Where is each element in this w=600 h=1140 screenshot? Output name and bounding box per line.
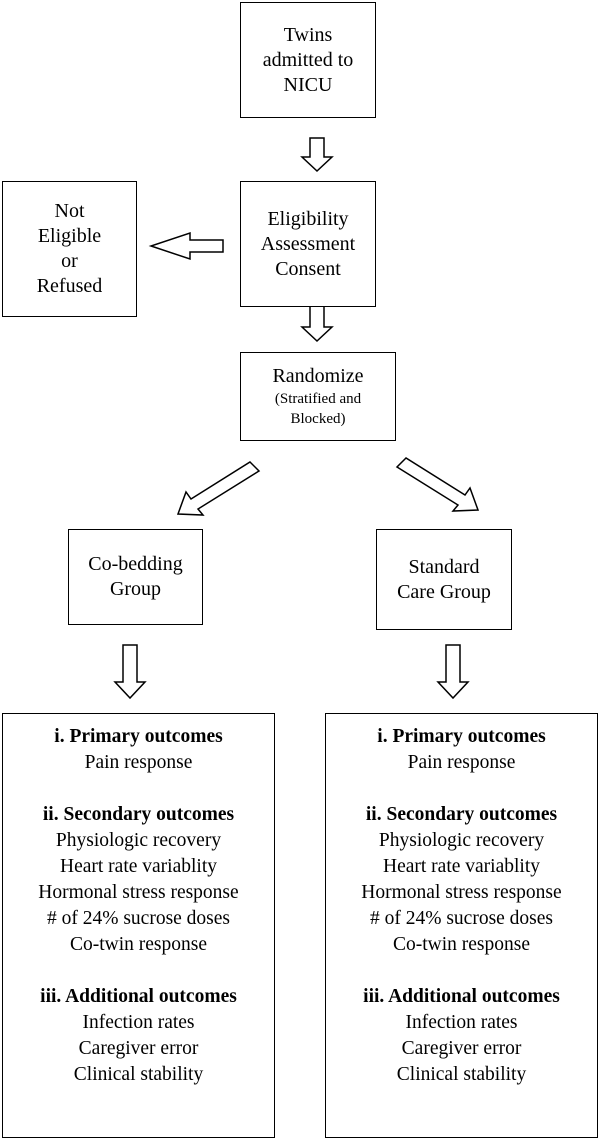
not-eligible-node: Not Eligible or Refused <box>2 181 137 317</box>
standard-line-2: Care Group <box>397 580 491 603</box>
left-secondary-item: Hormonal stress response <box>38 882 239 903</box>
right-secondary-item: Co-twin response <box>392 934 531 955</box>
cobedding-group-node: Co-bedding Group <box>68 529 203 625</box>
right-primary-heading: i. Primary outcomes <box>377 726 546 747</box>
right-secondary-item: Heart rate variablity <box>383 856 540 877</box>
arrow-standard-to-outcomes <box>436 644 470 700</box>
right-secondary-item: # of 24% sucrose doses <box>369 908 554 929</box>
right-secondary-item: Physiologic recovery <box>378 830 545 851</box>
twins-line-3: NICU <box>283 73 333 96</box>
randomize-node: Randomize (Stratified and Blocked) <box>240 352 396 441</box>
eligibility-line-2: Assessment <box>260 232 356 255</box>
left-primary-item: Pain response <box>84 752 193 773</box>
right-secondary-item: Hormonal stress response <box>361 882 562 903</box>
spacer <box>3 958 274 984</box>
left-secondary-item: # of 24% sucrose doses <box>46 908 231 929</box>
left-secondary-item: Heart rate variablity <box>60 856 217 877</box>
randomize-sub-line-2: Blocked) <box>290 411 346 427</box>
not-eligible-line-4: Refused <box>36 275 103 297</box>
outcomes-left-box: i. Primary outcomes Pain response ii. Se… <box>2 713 275 1138</box>
right-primary-item: Pain response <box>407 752 516 773</box>
left-additional-item: Infection rates <box>82 1012 195 1033</box>
not-eligible-line-3: or <box>61 250 78 272</box>
right-additional-item: Clinical stability <box>396 1064 527 1085</box>
left-additional-item: Caregiver error <box>78 1038 199 1059</box>
right-additional-item: Infection rates <box>405 1012 518 1033</box>
arrow-eligibility-to-randomize <box>300 305 334 343</box>
left-primary-heading: i. Primary outcomes <box>54 726 223 747</box>
arrow-cobedding-to-outcomes <box>113 644 147 700</box>
randomize-title: Randomize <box>272 365 364 387</box>
arrow-randomize-to-cobedding <box>176 461 261 516</box>
right-additional-item: Caregiver error <box>401 1038 522 1059</box>
twins-line-2: admitted to <box>262 48 354 71</box>
left-additional-heading: iii. Additional outcomes <box>40 986 237 1007</box>
spacer <box>3 776 274 802</box>
left-secondary-item: Physiologic recovery <box>55 830 222 851</box>
cobedding-line-1: Co-bedding <box>88 553 183 575</box>
right-additional-heading: iii. Additional outcomes <box>363 986 560 1007</box>
twins-line-1: Twins <box>283 23 333 46</box>
spacer <box>326 958 597 984</box>
cobedding-line-2: Group <box>109 578 162 600</box>
randomize-sub-line-1: (Stratified and <box>274 391 362 407</box>
right-secondary-heading: ii. Secondary outcomes <box>365 804 558 825</box>
arrow-randomize-to-standard <box>395 457 480 512</box>
standard-care-group-node: Standard Care Group <box>376 529 512 630</box>
left-secondary-heading: ii. Secondary outcomes <box>42 804 235 825</box>
outcomes-right-box: i. Primary outcomes Pain response ii. Se… <box>325 713 598 1138</box>
arrow-twins-to-eligibility <box>300 137 334 173</box>
standard-line-1: Standard <box>408 555 480 578</box>
left-additional-item: Clinical stability <box>73 1064 204 1085</box>
eligibility-line-3: Consent <box>275 257 341 280</box>
twins-admitted-node: Twins admitted to NICU <box>240 2 376 118</box>
eligibility-line-1: Eligibility <box>267 207 349 230</box>
left-secondary-item: Co-twin response <box>69 934 208 955</box>
not-eligible-line-2: Eligible <box>37 225 102 247</box>
spacer <box>326 776 597 802</box>
not-eligible-line-1: Not <box>54 200 85 222</box>
eligibility-node: Eligibility Assessment Consent <box>240 181 376 307</box>
arrow-eligibility-to-not-eligible <box>148 231 224 261</box>
